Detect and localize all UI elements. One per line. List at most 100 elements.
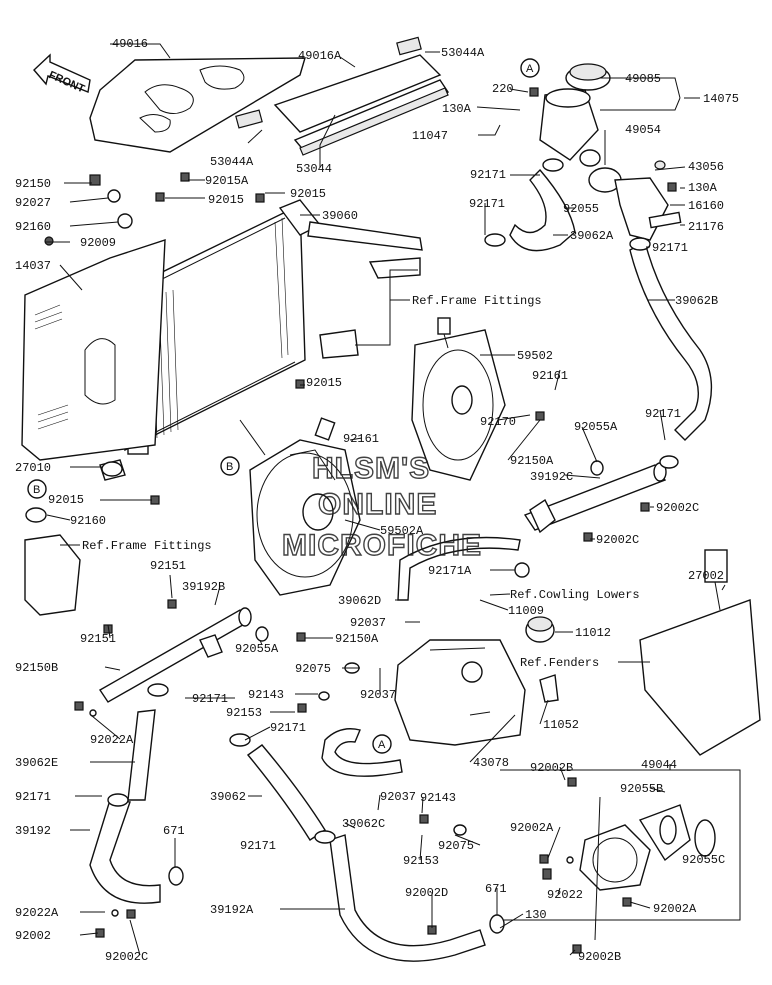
part-label: 92002: [15, 929, 51, 943]
hose-39062a: [509, 168, 576, 252]
o-ring-92055a-a: [590, 460, 604, 476]
part-label: 53044A: [441, 46, 485, 60]
part-label: 92151: [80, 632, 116, 646]
part-label: 53044: [296, 162, 332, 176]
part-label: 92009: [80, 236, 116, 250]
part-label: 11009: [508, 604, 544, 618]
part-label: 92037: [380, 790, 416, 804]
part-label: 92150A: [510, 454, 554, 468]
part-label: 49044: [641, 758, 677, 772]
filler-neck: [539, 88, 599, 161]
part-label: 92015: [48, 493, 84, 507]
part-label: 92161: [343, 432, 379, 446]
frame-bracket: [319, 257, 421, 359]
part-label: 92055: [563, 202, 599, 216]
part-label: 39062B: [675, 294, 718, 308]
radiator-upper-cover: [89, 57, 306, 153]
part-label: 92171: [240, 839, 276, 853]
water-pipe-39192b: [99, 607, 252, 703]
part-label: 130A: [442, 102, 472, 116]
radiator-hose-pipe: [278, 199, 423, 251]
tank-cap-11012: [525, 616, 555, 643]
hose-39062e: [127, 709, 156, 801]
part-label: 92171: [192, 692, 228, 706]
part-label: 92002C: [656, 501, 699, 515]
part-label: 92002C: [105, 950, 148, 964]
part-label: 39062C: [342, 817, 385, 831]
part-label: 671: [163, 824, 185, 838]
part-label: 92153: [226, 706, 262, 720]
part-label: 43078: [473, 756, 509, 770]
part-label: 92075: [438, 839, 474, 853]
part-label: 220: [492, 82, 514, 96]
part-label: 92002B: [578, 950, 621, 964]
callout-b-radiator: B: [220, 456, 240, 476]
part-label: 92037: [350, 616, 386, 630]
part-label: 16160: [688, 199, 724, 213]
part-label: 92150A: [335, 632, 379, 646]
hose-39062: [246, 744, 326, 841]
part-label: 92055B: [620, 782, 663, 796]
front-arrow-icon: FRONT: [33, 53, 91, 96]
part-label: 92002A: [510, 821, 554, 835]
hose-39062c: [321, 728, 403, 777]
fender-bracket: [639, 549, 761, 756]
part-label: 92075: [295, 662, 331, 676]
part-label: 21176: [688, 220, 724, 234]
o-ring-671-b: [489, 914, 505, 934]
part-label: 39192B: [182, 580, 225, 594]
part-label: 53044A: [210, 155, 254, 169]
reserve-tank: [394, 639, 526, 746]
callout-a-lower: A: [372, 734, 392, 754]
o-ring-92055a-b: [255, 626, 269, 642]
part-label: 39192C: [530, 470, 573, 484]
part-label: 92002A: [653, 902, 697, 916]
water-outlet-thermostat: [588, 160, 682, 241]
part-label: 92171A: [428, 564, 472, 578]
svg-text:HLSM'S: HLSM'S: [312, 452, 430, 485]
svg-text:ONLINE: ONLINE: [318, 488, 437, 521]
part-label: 92022A: [90, 733, 134, 747]
part-label: 92037: [360, 688, 396, 702]
part-label: 92022A: [15, 906, 59, 920]
svg-text:B: B: [33, 484, 40, 496]
part-label: 59502: [517, 349, 553, 363]
part-label: 92161: [532, 369, 568, 383]
part-label: 49085: [625, 72, 661, 86]
part-label: 39192: [15, 824, 51, 838]
part-label: 92015A: [205, 174, 249, 188]
part-label: Ref.Frame Fittings: [82, 539, 212, 553]
part-label: 92171: [270, 721, 306, 735]
part-label: 671: [485, 882, 507, 896]
part-label: 92027: [15, 196, 51, 210]
part-label: 92022: [547, 888, 583, 902]
part-label: 92171: [645, 407, 681, 421]
radiator-side-cover: [21, 239, 166, 461]
part-label: 39192A: [210, 903, 254, 917]
part-label: 92055A: [574, 420, 618, 434]
part-label: 92171: [470, 168, 506, 182]
svg-text:MICROFICHE: MICROFICHE: [282, 529, 482, 562]
part-label: 92150: [15, 177, 51, 191]
part-label: 92015: [208, 193, 244, 207]
part-label: 39062A: [570, 229, 614, 243]
part-label: Ref.Frame Fittings: [412, 294, 542, 308]
part-label: 39062D: [338, 594, 381, 608]
part-label: 92143: [248, 688, 284, 702]
part-label: 92160: [70, 514, 106, 528]
part-label: 130A: [688, 181, 718, 195]
part-label: 92151: [150, 559, 186, 573]
part-label: 14037: [15, 259, 51, 273]
part-label: 11047: [412, 129, 448, 143]
part-label: 92171: [652, 241, 688, 255]
watermark: HLSM'S ONLINE MICROFICHE: [281, 451, 482, 562]
hose-clamps: [107, 158, 679, 844]
callout-a-top: A: [520, 58, 540, 78]
part-label: 59502A: [380, 524, 424, 538]
part-label: 92015: [306, 376, 342, 390]
part-label: 39062: [210, 790, 246, 804]
part-label: 92170: [480, 415, 516, 429]
part-label: Ref.Cowling Lowers: [510, 588, 640, 602]
part-label: 92160: [15, 220, 51, 234]
